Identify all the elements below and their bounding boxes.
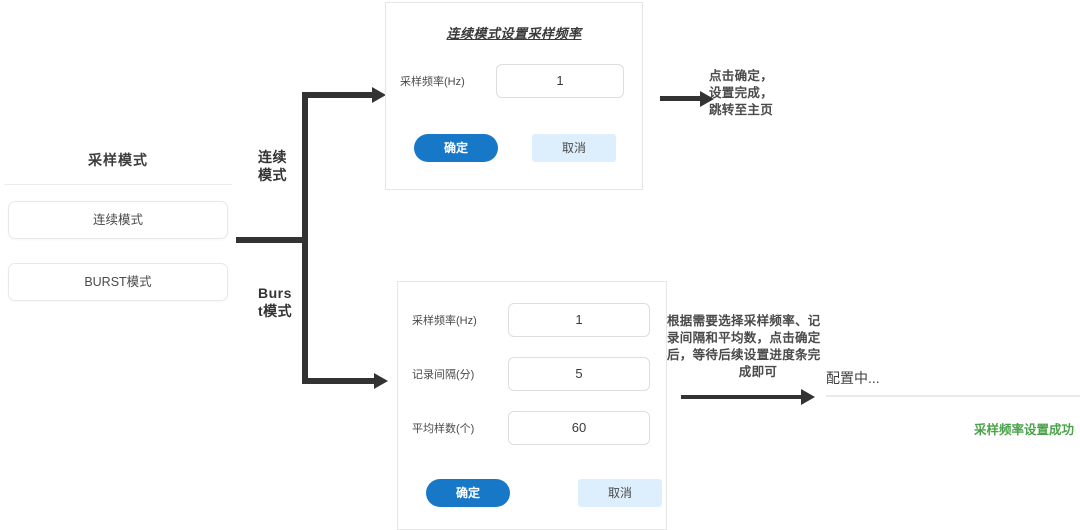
connector-bottom-branch (302, 378, 376, 384)
progress-bar (826, 395, 1080, 397)
field-input-sample-rate[interactable]: 1 (496, 64, 624, 98)
connector-trunk-vertical (302, 92, 308, 384)
connector-stem-horizontal (236, 237, 308, 243)
configuration-progress-panel: 配置中... 采样频率设置成功 (826, 368, 1080, 438)
field-row-sample-rate: 采样频率(Hz) 1 (412, 303, 650, 337)
dialog-button-row: 确定 取消 (426, 479, 666, 507)
connector-burst-to-progress (681, 395, 805, 399)
progress-status-text: 配置中... (826, 370, 880, 386)
annotation-burst: 根据需要选择采样频率、记 录间隔和平均数，点击确定 后，等待后续设置进度条完 成… (667, 313, 849, 381)
field-input-sample-rate[interactable]: 1 (508, 303, 650, 337)
dialog-title: 连续模式设置采样频率 (446, 26, 582, 41)
connector-top-branch (302, 92, 374, 98)
connector-continuous-to-note (660, 96, 704, 101)
branch-label-burst: Burst模式 (258, 285, 293, 319)
annotation-burst-line-1: 根据需要选择采样频率、记 (667, 314, 821, 328)
cancel-button[interactable]: 取消 (532, 134, 616, 162)
arrow-head-bottom-branch (374, 373, 388, 389)
field-label-record-interval: 记录间隔(分) (412, 369, 475, 381)
cancel-button[interactable]: 取消 (578, 479, 662, 507)
field-label-sample-rate: 采样频率(Hz) (400, 76, 465, 88)
annotation-burst-line-3: 后，等待后续设置进度条完 (667, 348, 821, 362)
burst-mode-dialog: 采样频率(Hz) 1 记录间隔(分) 5 平均样数(个) 60 确定 取消 (397, 281, 667, 530)
sampling-mode-panel: 采样模式 连续模式 BURST模式 (0, 150, 236, 325)
field-row-sample-rate: 采样频率(Hz) 1 (400, 64, 624, 98)
branch-label-continuous: 连续模式 (258, 149, 287, 183)
annotation-continuous: 点击确定， 设置完成， 跳转至主页 (709, 68, 859, 119)
mode-button-burst[interactable]: BURST模式 (8, 263, 228, 301)
field-input-record-interval[interactable]: 5 (508, 357, 650, 391)
confirm-button[interactable]: 确定 (426, 479, 510, 507)
annotation-burst-line-4: 成即可 (738, 365, 778, 379)
dialog-button-row: 确定 取消 (414, 134, 642, 162)
divider (4, 184, 232, 185)
field-row-record-interval: 记录间隔(分) 5 (412, 357, 650, 391)
continuous-mode-dialog: 连续模式设置采样频率 采样频率(Hz) 1 确定 取消 (385, 2, 643, 190)
confirm-button[interactable]: 确定 (414, 134, 498, 162)
field-row-average-count: 平均样数(个) 60 (412, 411, 650, 445)
field-label-average-count: 平均样数(个) (412, 423, 475, 435)
success-message: 采样频率设置成功 (973, 423, 1074, 437)
mode-button-continuous[interactable]: 连续模式 (8, 201, 228, 239)
annotation-continuous-line-2: 设置完成， (709, 86, 774, 100)
field-label-sample-rate: 采样频率(Hz) (412, 315, 477, 327)
arrow-head-top-branch (372, 87, 386, 103)
page-title: 采样模式 (88, 152, 148, 168)
annotation-burst-line-2: 录间隔和平均数，点击确定 (667, 331, 821, 345)
annotation-continuous-line-3: 跳转至主页 (709, 103, 774, 117)
arrow-head-continuous-note (700, 91, 714, 107)
arrow-head-burst-progress (801, 389, 815, 405)
field-input-average-count[interactable]: 60 (508, 411, 650, 445)
annotation-continuous-line-1: 点击确定， (709, 69, 774, 83)
